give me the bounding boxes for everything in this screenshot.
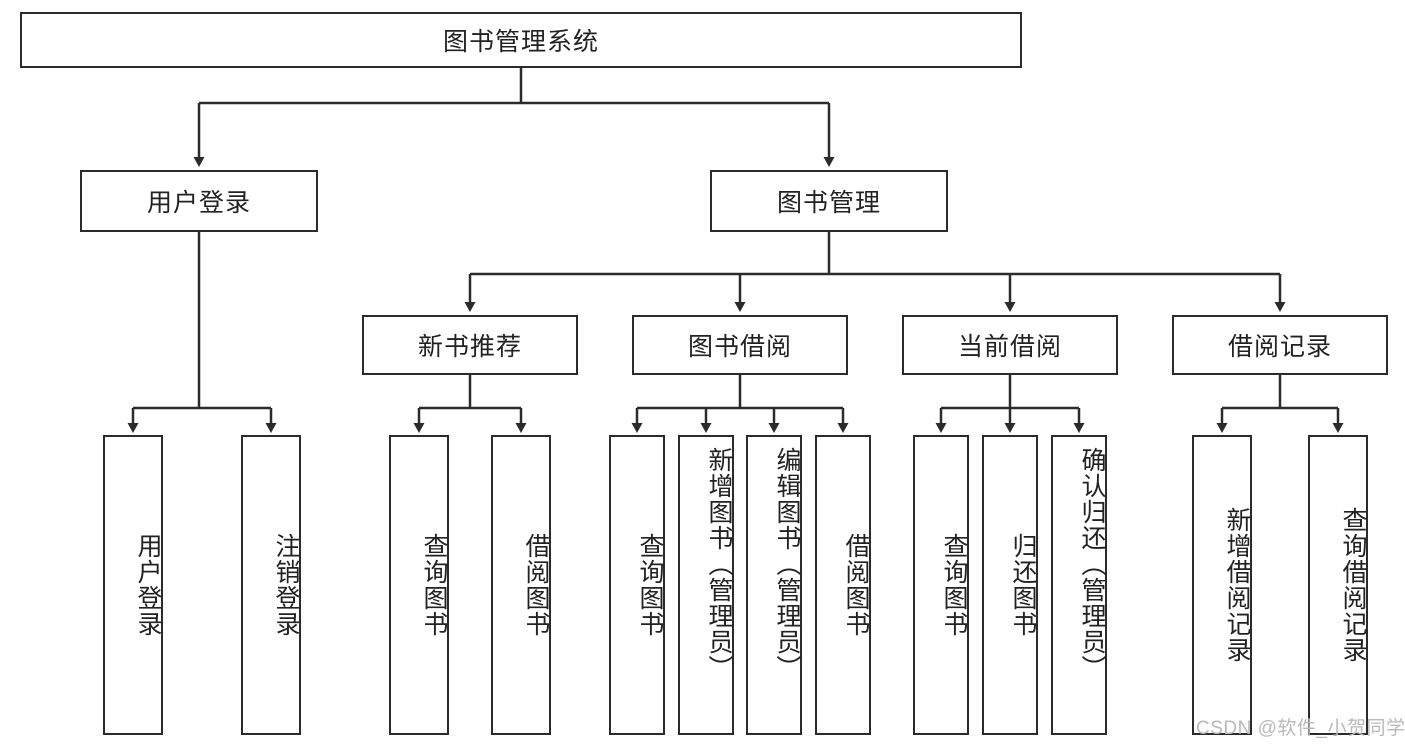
node-new-book-rec-label: 新书推荐 (417, 333, 522, 361)
node-leaf-confirm-return[interactable]: 确认归还（管理员） (1051, 435, 1107, 735)
node-leaf-query-record[interactable]: 查询借阅记录 (1308, 435, 1368, 735)
node-leaf-query-book-2[interactable]: 查询图书 (609, 435, 665, 735)
node-leaf-edit-book[interactable]: 编辑图书（管理员） (746, 435, 802, 735)
node-leaf-query-book-3-label: 查询图书 (940, 533, 968, 637)
node-leaf-add-record[interactable]: 新增借阅记录 (1192, 435, 1252, 735)
node-leaf-query-book-1-label: 查询图书 (420, 533, 448, 637)
node-leaf-user-logout[interactable]: 注销登录 (241, 435, 301, 735)
node-leaf-edit-book-label: 编辑图书（管理员） (773, 447, 801, 681)
node-user-login[interactable]: 用户登录 (80, 170, 318, 232)
node-root[interactable]: 图书管理系统 (20, 12, 1022, 68)
csdn-watermark: CSDN @软件_小贺同学 (1196, 718, 1405, 739)
node-leaf-add-book[interactable]: 新增图书（管理员） (678, 435, 734, 735)
node-leaf-return-book[interactable]: 归还图书 (982, 435, 1038, 735)
node-leaf-user-login-label: 用户登录 (134, 533, 162, 637)
node-leaf-add-book-label: 新增图书（管理员） (705, 447, 733, 681)
node-leaf-borrow-book-2[interactable]: 借阅图书 (815, 435, 871, 735)
node-root-label: 图书管理系统 (442, 28, 599, 56)
node-book-manage[interactable]: 图书管理 (710, 170, 948, 232)
node-leaf-query-book-1[interactable]: 查询图书 (389, 435, 449, 735)
node-leaf-query-book-2-label: 查询图书 (636, 533, 664, 637)
node-leaf-confirm-return-label: 确认归还（管理员） (1078, 447, 1106, 681)
node-leaf-query-book-3[interactable]: 查询图书 (913, 435, 969, 735)
node-book-borrow-label: 图书借阅 (687, 333, 792, 361)
node-current-borrow[interactable]: 当前借阅 (902, 315, 1118, 375)
node-book-borrow[interactable]: 图书借阅 (632, 315, 848, 375)
node-book-manage-label: 图书管理 (776, 189, 881, 217)
node-leaf-borrow-book-1-label: 借阅图书 (522, 533, 550, 637)
node-leaf-borrow-book-1[interactable]: 借阅图书 (491, 435, 551, 735)
node-user-login-label: 用户登录 (146, 189, 251, 217)
node-leaf-add-record-label: 新增借阅记录 (1223, 507, 1251, 663)
node-borrow-record[interactable]: 借阅记录 (1172, 315, 1388, 375)
node-leaf-query-record-label: 查询借阅记录 (1339, 507, 1367, 663)
node-leaf-user-logout-label: 注销登录 (272, 533, 300, 637)
node-current-borrow-label: 当前借阅 (957, 333, 1062, 361)
node-new-book-rec[interactable]: 新书推荐 (362, 315, 578, 375)
node-leaf-borrow-book-2-label: 借阅图书 (842, 533, 870, 637)
node-leaf-return-book-label: 归还图书 (1009, 533, 1037, 637)
node-leaf-user-login[interactable]: 用户登录 (103, 435, 163, 735)
node-borrow-record-label: 借阅记录 (1227, 333, 1332, 361)
